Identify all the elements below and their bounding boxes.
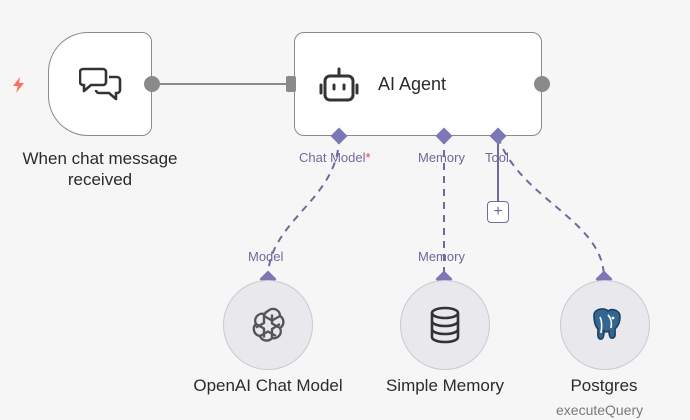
agent-output-handle[interactable]: [534, 76, 550, 92]
ai-agent-node[interactable]: [294, 32, 542, 136]
simple-memory-node[interactable]: [400, 280, 490, 370]
memory-port-label: Memory: [418, 150, 465, 165]
add-tool-button[interactable]: +: [487, 201, 509, 223]
chat-model-port-label: Chat Model*: [299, 150, 371, 165]
trigger-node-label: When chat message received: [0, 148, 200, 190]
required-asterisk: *: [365, 150, 371, 165]
database-icon: [430, 306, 460, 344]
memory-node-port-label: Memory: [418, 249, 465, 264]
ai-agent-title: AI Agent: [378, 74, 447, 94]
openai-node-label: OpenAI Chat Model: [193, 376, 343, 395]
postgres-operation-subtitle: executeQuery: [556, 402, 644, 418]
tool-port-label: Tool: [485, 150, 509, 165]
chat-bubbles-icon: [79, 67, 122, 101]
trigger-label-line1: When chat message: [22, 149, 178, 168]
openai-chat-model-node[interactable]: [223, 280, 313, 370]
trigger-bolt-icon: [13, 77, 24, 93]
chat-model-port-text: Chat Model: [299, 150, 366, 165]
postgres-node[interactable]: [560, 280, 650, 370]
chat-trigger-node[interactable]: [48, 32, 152, 136]
openai-logo-icon: [252, 307, 285, 342]
simple-memory-label: Simple Memory: [385, 376, 505, 395]
tool-connection-line[interactable]: [497, 136, 605, 279]
model-connection-line[interactable]: [267, 136, 340, 279]
postgres-elephant-icon: [593, 308, 621, 340]
agent-input-handle[interactable]: [286, 76, 296, 92]
trigger-label-line2: received: [67, 170, 133, 189]
openai-port-label: Model: [248, 249, 284, 264]
robot-icon: [319, 67, 359, 102]
postgres-label: Postgres: [570, 376, 638, 395]
trigger-output-handle[interactable]: [144, 76, 160, 92]
